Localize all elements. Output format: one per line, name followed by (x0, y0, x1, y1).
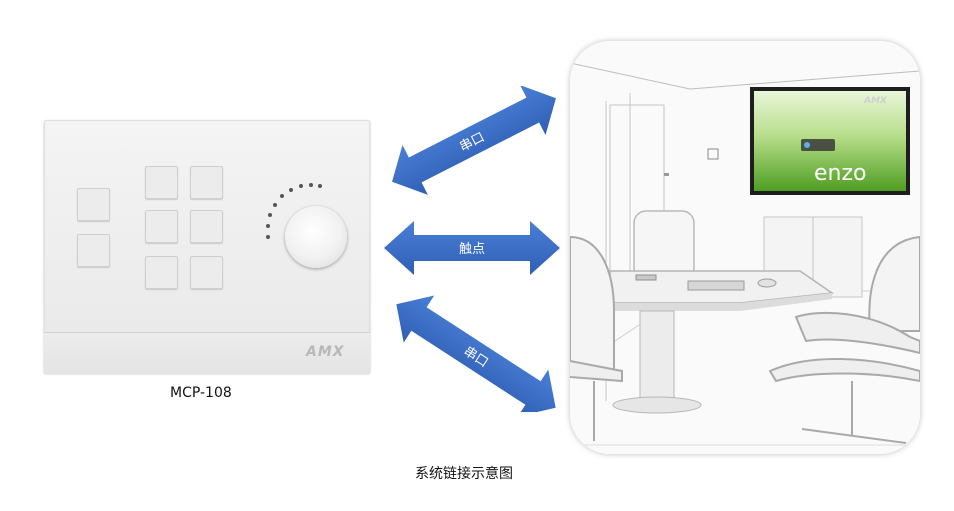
connection-arrows: 串口 触点 串口 (384, 86, 560, 412)
level-dot (273, 203, 277, 207)
panel-key-7 (145, 256, 178, 289)
diagram-caption: 系统链接示意图 (415, 466, 513, 482)
level-dot (289, 188, 293, 192)
panel-key-6 (190, 210, 223, 243)
panel-key-3 (145, 166, 178, 199)
level-dot (266, 224, 270, 228)
meeting-room-illustration: enzo AMX (570, 41, 920, 454)
panel-key-5 (145, 210, 178, 243)
chair-right (768, 235, 920, 444)
volume-knob (285, 206, 347, 268)
arrow-contact (384, 221, 560, 275)
arrow-serial-bottom (396, 295, 556, 412)
panel-key-2 (77, 234, 110, 267)
level-dot (268, 213, 272, 217)
screen-text: enzo (814, 161, 867, 186)
level-dot (318, 184, 322, 188)
brand-logo: AMX (306, 344, 345, 360)
chair-left (570, 235, 623, 441)
level-dot (266, 235, 270, 239)
arrow-serial-top (392, 86, 556, 195)
panel-bottom-strip (44, 332, 370, 374)
room-drawing: enzo AMX (570, 41, 920, 454)
level-dot (299, 184, 303, 188)
level-dot (280, 194, 284, 198)
panel-key-4 (190, 166, 223, 199)
arrow-label-contact: 触点 (459, 242, 485, 257)
screen-brand: AMX (863, 96, 888, 106)
level-dot (309, 183, 313, 187)
wall-screen: enzo AMX (750, 87, 910, 195)
control-panel: AMX (44, 120, 370, 374)
panel-key-1 (77, 188, 110, 221)
panel-key-8 (190, 256, 223, 289)
device-name-label: MCP-108 (170, 385, 232, 401)
